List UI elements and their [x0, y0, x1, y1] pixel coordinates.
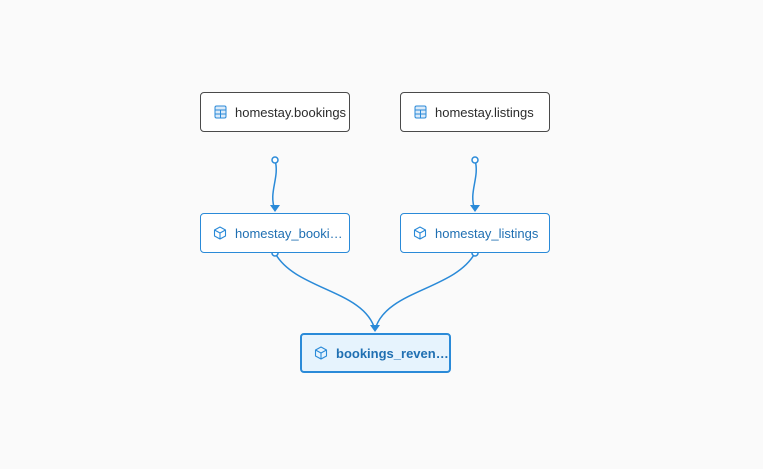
cube-icon: [213, 226, 227, 240]
edge-bookings-source-to-model: [272, 159, 277, 211]
edge-arrowhead: [470, 205, 480, 212]
database-icon: [413, 105, 427, 119]
edge-bookings-model-to-revenue: [274, 252, 376, 331]
edge-arrowhead: [370, 325, 380, 332]
node-source-homestay-bookings[interactable]: homestay.bookings: [200, 92, 350, 132]
edge-listings-model-to-revenue: [374, 252, 476, 331]
edge-arrowhead: [270, 205, 280, 212]
node-label: homestay_listings: [435, 225, 539, 241]
node-label: bookings_revenue: [336, 345, 449, 361]
cube-icon: [413, 226, 427, 240]
node-label: homestay_bookin...: [235, 225, 347, 241]
edge-anchor-dot: [471, 156, 479, 164]
node-source-homestay-listings[interactable]: homestay.listings: [400, 92, 550, 132]
edge-listings-source-to-model: [472, 159, 477, 211]
node-model-homestay-listings[interactable]: homestay_listings: [400, 213, 550, 253]
edge-anchor-dot: [271, 156, 279, 164]
database-icon: [213, 105, 227, 119]
node-model-bookings-revenue[interactable]: bookings_revenue: [300, 333, 451, 373]
node-label: homestay.listings: [435, 104, 534, 120]
node-model-homestay-bookings[interactable]: homestay_bookin...: [200, 213, 350, 253]
node-label: homestay.bookings: [235, 104, 347, 120]
cube-icon: [314, 346, 328, 360]
